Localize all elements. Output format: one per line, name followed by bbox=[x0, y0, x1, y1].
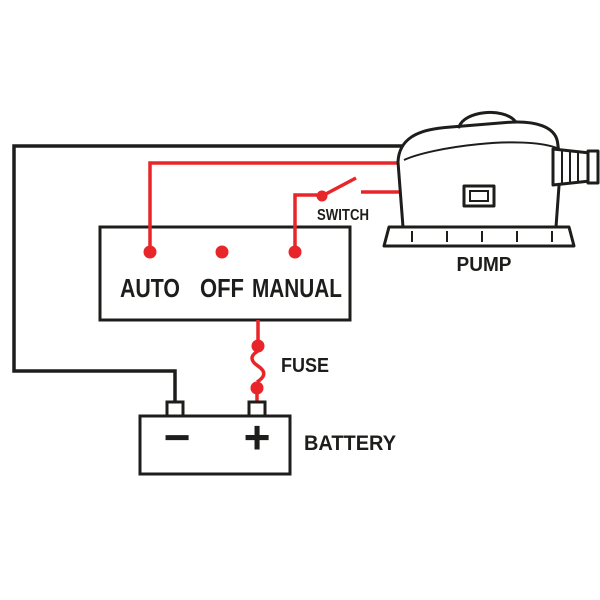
battery-illustration: − + bbox=[138, 400, 292, 476]
auto-label: AUTO bbox=[120, 273, 180, 303]
battery-negative-symbol: − bbox=[164, 411, 191, 463]
manual-label: MANUAL bbox=[252, 273, 342, 303]
manual-terminal-dot bbox=[288, 245, 302, 259]
pump-lid-seam bbox=[403, 141, 558, 161]
pump-outlet-cap bbox=[586, 149, 600, 185]
switch-label: SWITCH bbox=[317, 207, 369, 224]
pump-body bbox=[396, 120, 562, 229]
pump-latch-inner bbox=[469, 190, 489, 202]
switch-panel-box bbox=[98, 225, 352, 322]
fuse-element bbox=[250, 349, 266, 384]
switch-pivot-dot bbox=[316, 190, 328, 202]
battery-positive-symbol: + bbox=[244, 411, 271, 463]
ground-wire bbox=[12, 144, 402, 404]
switch-lever bbox=[321, 176, 357, 198]
pump-illustration bbox=[382, 110, 600, 248]
pump-handle bbox=[457, 110, 517, 129]
battery-label: BATTERY bbox=[304, 432, 396, 455]
pump-latch bbox=[462, 184, 496, 208]
auto-terminal-dot bbox=[143, 245, 157, 259]
pump-base bbox=[382, 225, 576, 248]
pump-outlet bbox=[551, 147, 592, 187]
off-label: OFF bbox=[200, 273, 244, 303]
auto-wire bbox=[148, 161, 401, 252]
battery-box bbox=[138, 414, 292, 476]
fuse-top-dot bbox=[251, 339, 265, 353]
fuse-bottom-dot bbox=[250, 381, 264, 395]
manual-wire bbox=[293, 193, 317, 252]
fuse-label: FUSE bbox=[281, 355, 329, 377]
off-terminal-dot bbox=[215, 245, 229, 259]
pump-label: PUMP bbox=[457, 254, 512, 276]
